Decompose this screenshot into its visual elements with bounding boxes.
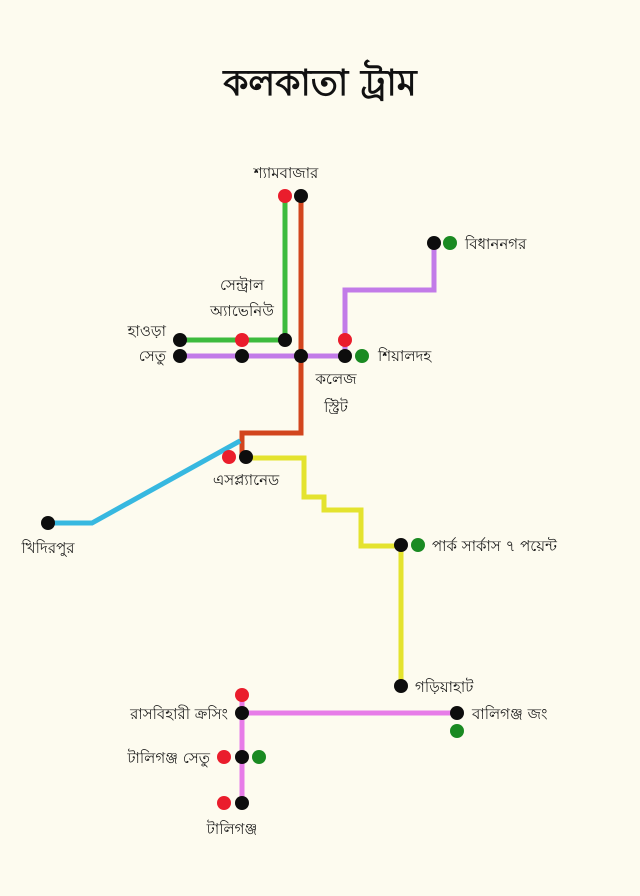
label-bidhannagar[interactable]: বিধাননগর	[464, 235, 527, 253]
label-central-avenue-line2[interactable]: অ্যাভেনিউ	[209, 302, 274, 320]
label-tollygunge-bridge[interactable]: টালিগঞ্জ সেতু	[126, 749, 210, 767]
tollygunge-bridge-green-dot[interactable]	[252, 750, 266, 764]
bidhannagar-black-dot[interactable]	[427, 236, 441, 250]
howrah-bottom-black-dot[interactable]	[173, 349, 187, 363]
howrah-top-black-dot[interactable]	[173, 333, 187, 347]
label-howrah-line2[interactable]: সেতু	[139, 347, 167, 365]
park-circus-black-dot[interactable]	[394, 538, 408, 552]
gariahat-black-dot[interactable]	[394, 679, 408, 693]
tollygunge-black-dot[interactable]	[235, 796, 249, 810]
label-gariahat[interactable]: গড়িয়াহাট	[415, 678, 474, 696]
central-avenue-black-dot[interactable]	[278, 333, 292, 347]
tollygunge-red-dot[interactable]	[217, 796, 231, 810]
ballygunge-black-dot[interactable]	[450, 706, 464, 720]
label-central-avenue-line1[interactable]: সেন্ট্রাল	[220, 276, 265, 294]
shyambazar-red-dot[interactable]	[278, 189, 292, 203]
label-esplanade[interactable]: এসপ্ল্যানেড	[213, 471, 280, 489]
esplanade-red-dot[interactable]	[222, 450, 236, 464]
label-howrah-line1[interactable]: হাওড়া	[127, 322, 167, 340]
khidirpur-black-dot[interactable]	[41, 516, 55, 530]
label-college-street-line1[interactable]: কলেজ	[314, 370, 357, 388]
yellow-route-line	[243, 455, 404, 689]
map-title: কলকাতা ট্রাম	[221, 59, 419, 104]
station-dots	[41, 189, 464, 810]
label-rashbehari[interactable]: রাসবিহারী ক্রসিং	[129, 705, 228, 723]
purple-route-line	[177, 240, 437, 359]
sealdah-black-dot[interactable]	[338, 349, 352, 363]
station-labels: শ্যামবাজার বিধাননগর সেন্ট্রাল অ্যাভেনিউ …	[21, 164, 558, 838]
park-circus-green-dot[interactable]	[411, 538, 425, 552]
college-street-black-dot[interactable]	[294, 349, 308, 363]
red-route-line	[239, 194, 304, 459]
ballygunge-green-dot[interactable]	[450, 724, 464, 738]
sealdah-green-dot[interactable]	[355, 349, 369, 363]
label-college-street-line2[interactable]: স্ট্রিট	[323, 398, 349, 416]
label-khidirpur[interactable]: খিদিরপুর	[21, 539, 76, 557]
purple-line-black-dot[interactable]	[235, 349, 249, 363]
label-ballygunge[interactable]: বালিগঞ্জ জং	[471, 705, 547, 723]
label-shyambazar[interactable]: শ্যামবাজার	[253, 164, 319, 182]
rashbehari-red-dot[interactable]	[235, 688, 249, 702]
label-tollygunge[interactable]: টালিগঞ্জ	[206, 820, 258, 838]
label-sealdah[interactable]: শিয়ালদহ	[377, 347, 432, 365]
tollygunge-bridge-black-dot[interactable]	[235, 750, 249, 764]
blue-route-line	[45, 438, 242, 526]
sealdah-red-dot[interactable]	[338, 333, 352, 347]
esplanade-black-dot[interactable]	[239, 450, 253, 464]
bidhannagar-green-dot[interactable]	[443, 236, 457, 250]
shyambazar-black-dot[interactable]	[294, 189, 308, 203]
howrah-red-dot[interactable]	[235, 333, 249, 347]
tollygunge-bridge-red-dot[interactable]	[217, 750, 231, 764]
label-park-circus[interactable]: পার্ক সার্কাস ৭ পয়েন্ট	[432, 537, 557, 555]
rashbehari-black-dot[interactable]	[235, 706, 249, 720]
